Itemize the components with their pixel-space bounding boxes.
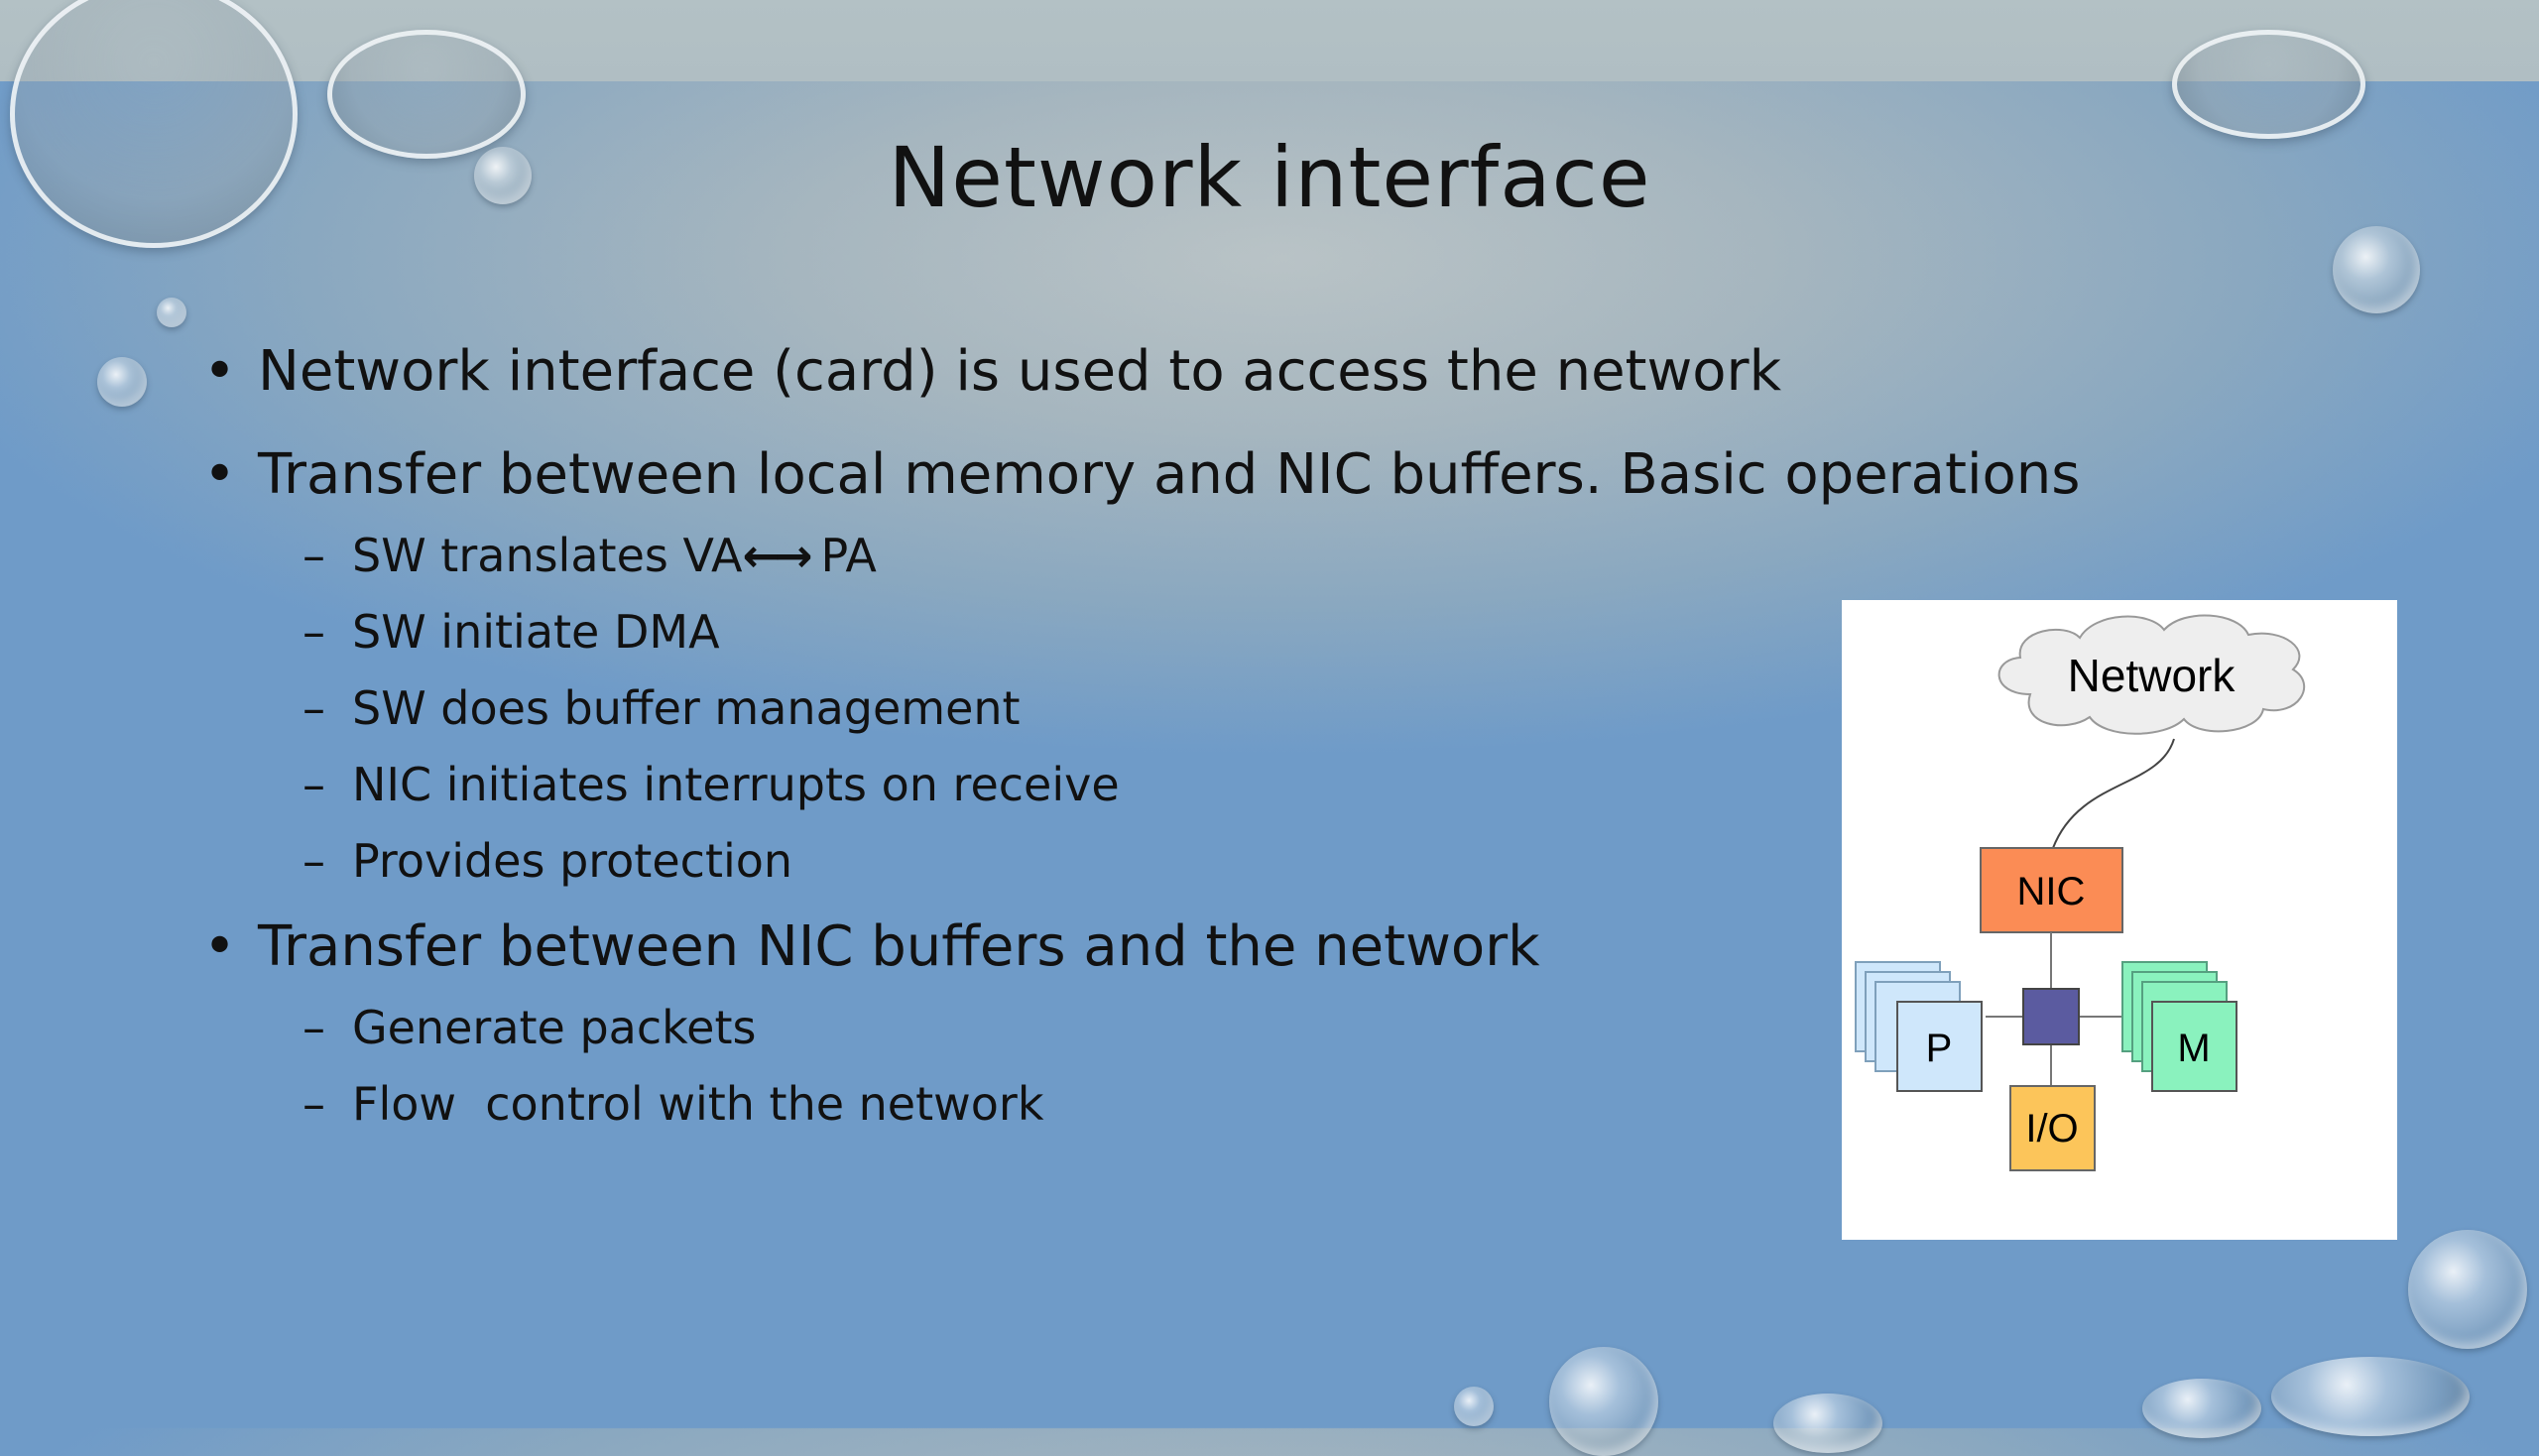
sub-bullet-list: –SW translates VA←→PA –SW initiate DMA –… [203,526,1949,891]
water-drop-decoration [2172,30,2365,139]
water-drop-decoration [327,30,526,159]
water-bubble-decoration [1454,1387,1494,1426]
sub-bullet-item: –Flow control with the network [302,1077,1044,1131]
sub-bullet-text: Generate packets [352,1001,757,1054]
sub-bullet-text: SW initiate DMA [352,605,720,659]
water-bubble-decoration [2142,1379,2261,1438]
water-bubble-decoration [157,298,186,327]
water-bubble-decoration [2408,1230,2527,1349]
water-bubble-decoration [1773,1394,1882,1453]
water-bubble-decoration [2333,226,2420,313]
water-bubble-decoration [2271,1357,2470,1436]
bullet-text: Transfer between NIC buffers and the net… [258,914,1540,979]
bullet-text: Network interface (card) is used to acce… [258,339,1782,404]
sub-bullet-item: –Generate packets [302,1001,757,1054]
nic-label: NIC [2017,870,2086,913]
network-interface-diagram: Network NIC P M I/O [1842,600,2397,1240]
nic-box [1980,847,2123,933]
processor-label: P [1926,1027,1953,1070]
bidirectional-arrow-icon: ←→ [742,529,812,582]
network-cloud-icon [1997,614,2306,735]
sub-bullet-text: SW does buffer management [352,681,1021,735]
bullet-text: Transfer between local memory and NIC bu… [258,442,2081,507]
slide-content: Network interface (card) is used to acce… [203,337,2080,1155]
water-bubble-decoration [1549,1347,1658,1456]
sub-bullet-list: –Generate packets –Flow control with the… [203,998,1949,1134]
water-bubble-decoration [97,357,147,407]
memory-box [2151,1001,2237,1092]
sub-bullet-item: –NIC initiates interrupts on receive [302,758,1120,811]
switch-box [2022,988,2080,1045]
sub-bullet-item: –SW does buffer management [302,681,1021,735]
water-drop-decoration [10,0,298,248]
slide-title: Network interface [888,129,1651,226]
bullet-item: Transfer between NIC buffers and the net… [203,912,1949,982]
sub-bullet-text: Flow control with the network [352,1077,1044,1131]
sub-bullet-item: –SW translates VA←→PA [302,529,877,582]
sub-bullet-item: –Provides protection [302,834,793,888]
io-label: I/O [2025,1107,2078,1151]
network-label: Network [2068,650,2237,701]
sub-bullet-item: –SW initiate DMA [302,605,720,659]
water-bubble-decoration [474,147,532,204]
network-link-line [2052,738,2175,849]
sub-bullet-text: SW translates VA [352,529,743,582]
io-box [2009,1085,2096,1171]
sub-bullet-text: NIC initiates interrupts on receive [352,758,1120,811]
bullet-item: Transfer between local memory and NIC bu… [203,440,2080,510]
processor-box [1896,1001,1983,1092]
sub-bullet-text: Provides protection [352,834,793,888]
sub-bullet-text: PA [820,529,877,582]
bullet-item: Network interface (card) is used to acce… [203,337,1949,407]
memory-label: M [2177,1027,2210,1070]
